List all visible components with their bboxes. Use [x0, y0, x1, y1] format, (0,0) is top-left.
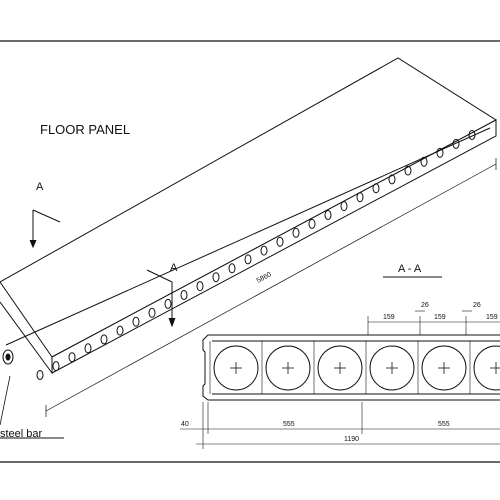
section-marker-left	[29, 209, 61, 249]
section-title: A - A	[398, 263, 422, 275]
cross-section-outline	[202, 334, 500, 401]
panel-hole	[244, 254, 252, 265]
dim-segment-left: 555	[283, 421, 295, 428]
length-dimension	[45, 158, 497, 417]
panel-holes	[36, 130, 476, 380]
dim-edge-offset: 40	[181, 421, 189, 428]
panel-hole	[388, 174, 396, 185]
panel-hole	[436, 147, 444, 158]
drawing-title: FLOOR PANEL	[40, 122, 130, 137]
dim-spacing-far: 159	[486, 314, 498, 321]
panel-hole	[228, 263, 236, 274]
panel-hole	[68, 352, 76, 363]
dim-spacing-right: 159	[434, 314, 446, 321]
hollow-cores	[209, 341, 500, 394]
hollow-core	[313, 341, 363, 394]
hollow-core	[417, 341, 467, 394]
panel-hole	[276, 236, 284, 247]
panel-hole	[148, 307, 156, 318]
panel-hole	[52, 361, 60, 372]
panel-hole	[452, 138, 460, 149]
dim-rib-right: 26	[473, 302, 481, 309]
panel-hole	[212, 272, 220, 283]
panel-top-inner-edge	[5, 127, 491, 346]
hollow-core	[365, 341, 415, 394]
dim-spacing-left: 159	[383, 314, 395, 321]
panel-hole	[324, 210, 332, 220]
panel-hole	[420, 156, 428, 167]
end-hole-inner	[5, 353, 11, 361]
panel-isometric	[0, 57, 497, 375]
panel-front-face	[51, 119, 497, 374]
hollow-core	[261, 341, 311, 394]
panel-hole	[468, 130, 476, 140]
panel-hole	[404, 165, 412, 176]
end-hole	[2, 349, 14, 365]
dim-rib-left: 26	[421, 302, 429, 309]
panel-hole	[292, 227, 300, 238]
panel-hole	[36, 370, 44, 380]
panel-hole	[340, 201, 348, 212]
callout-label: steel bar	[0, 428, 43, 440]
section-bottom-dims	[180, 402, 500, 449]
hollow-core	[209, 341, 259, 394]
panel-hole	[308, 218, 316, 229]
section-marker-right-label: A	[170, 262, 178, 274]
panel-end-face	[0, 281, 53, 375]
panel-hole	[84, 343, 92, 354]
panel-hole	[196, 281, 204, 292]
dim-segment-right: 555	[438, 421, 450, 428]
hollow-core	[469, 341, 500, 394]
panel-hole	[260, 245, 268, 256]
cross-section	[202, 334, 500, 401]
length-dimension-label: 5860	[256, 271, 273, 285]
panel-hole	[356, 192, 364, 203]
callout-leader-diag	[0, 375, 11, 426]
panel-hole	[132, 316, 140, 327]
panel-hole	[116, 325, 124, 336]
panel-hole	[164, 298, 172, 309]
panel-hole	[100, 334, 108, 345]
panel-top-face	[0, 57, 497, 358]
dim-total-width: 1190	[344, 436, 359, 443]
section-marker-right	[146, 269, 176, 328]
panel-hole	[372, 183, 380, 194]
section-top-dims	[367, 310, 500, 335]
section-marker-left-label: A	[36, 181, 44, 193]
panel-hole	[180, 290, 188, 300]
